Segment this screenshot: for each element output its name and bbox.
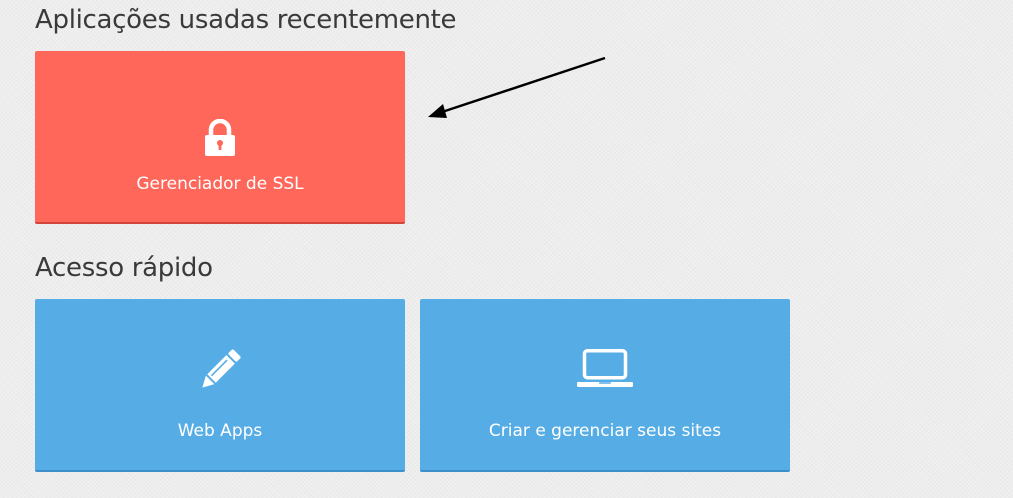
quick-access-title: Acesso rápido <box>35 253 213 283</box>
web-apps-label: Web Apps <box>177 421 263 441</box>
pencil-icon <box>196 346 244 398</box>
lock-icon <box>204 118 236 161</box>
web-apps-tile[interactable]: Web Apps <box>35 299 405 472</box>
create-manage-sites-label: Criar e gerenciar seus sites <box>488 421 722 441</box>
recent-apps-title: Aplicações usadas recentemente <box>35 5 457 35</box>
ssl-manager-label: Gerenciador de SSL <box>136 174 304 194</box>
create-manage-sites-tile[interactable]: Criar e gerenciar seus sites <box>420 299 790 472</box>
laptop-icon <box>576 349 634 393</box>
ssl-manager-tile[interactable]: Gerenciador de SSL <box>35 51 405 224</box>
